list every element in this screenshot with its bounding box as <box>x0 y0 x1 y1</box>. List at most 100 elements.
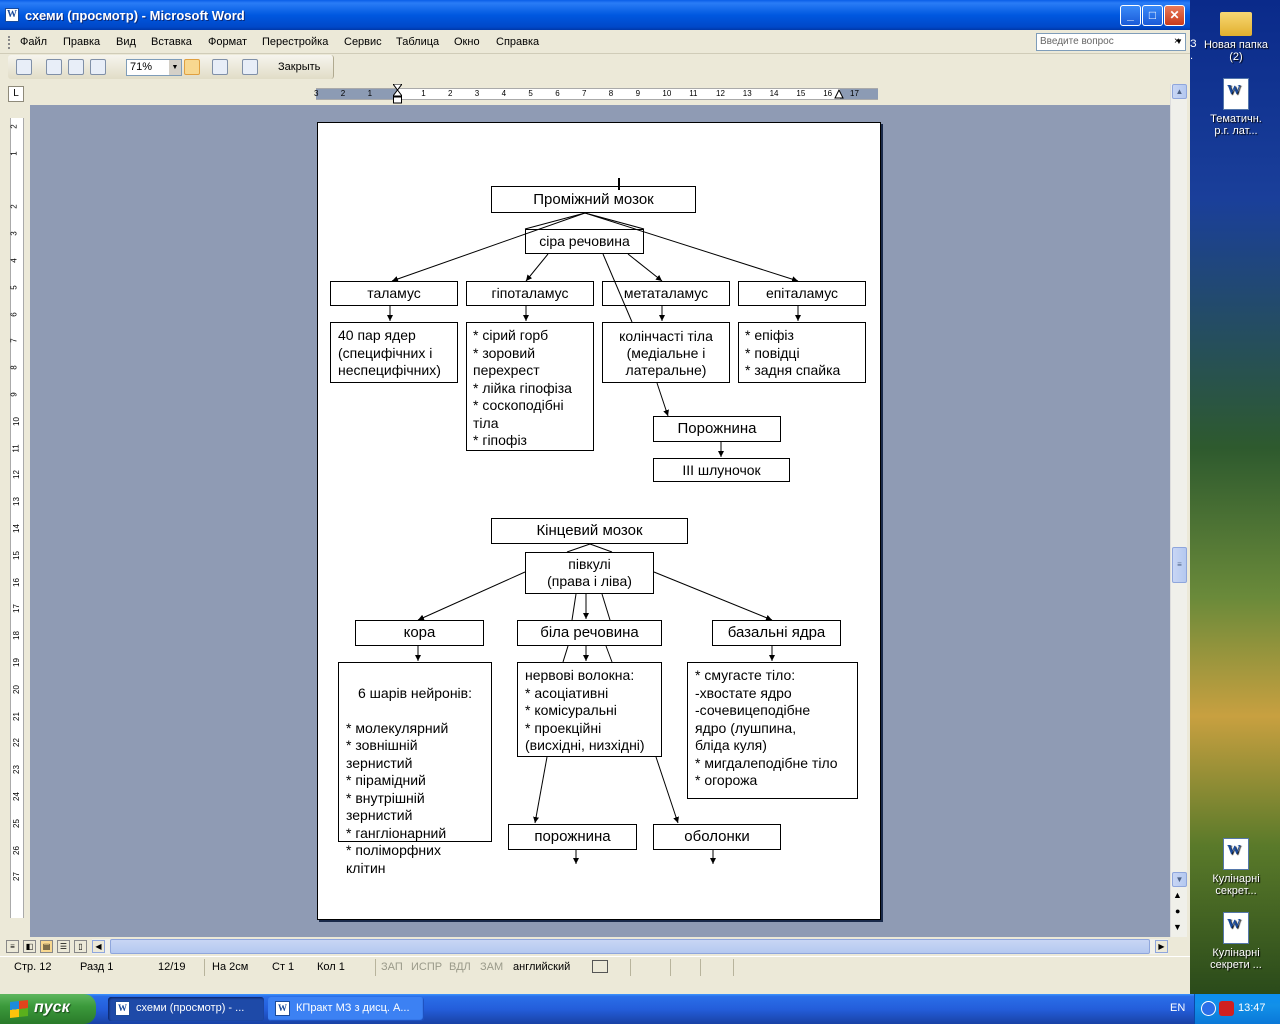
task-word-doc[interactable]: W КПракт МЗ з дисц. А... <box>268 997 424 1021</box>
vruler-tick-label: 8 <box>9 365 19 370</box>
ask-question-input[interactable]: Введите вопрос▼ <box>1036 33 1186 51</box>
menu-bar: Файл Правка Вид Вставка Формат Перестрой… <box>0 30 1190 54</box>
horizontal-scroll-thumb[interactable] <box>110 939 1150 954</box>
indent-marker[interactable] <box>392 83 403 106</box>
menu-file[interactable]: Файл <box>20 36 48 48</box>
shrink-to-fit-icon[interactable] <box>212 59 228 75</box>
scroll-down-button[interactable]: ▼ <box>1172 872 1187 887</box>
task-word-preview[interactable]: W схеми (просмотр) - ... <box>108 997 264 1021</box>
ruler-tick-label: 1 <box>367 89 373 98</box>
menu-grip[interactable] <box>8 36 11 49</box>
desktop-icon-doc-1[interactable]: Тематичн. р.г. лат... <box>1196 78 1276 137</box>
menu-insert[interactable]: Вставка <box>151 36 192 48</box>
ruler-tick-label: 13 <box>742 89 752 98</box>
box-cavity-1: Порожнина <box>653 416 781 442</box>
scroll-left-button[interactable]: ◀ <box>92 940 105 953</box>
box-white-matter-details: нервові волокна: * асоціативні * комісур… <box>517 662 662 757</box>
status-language[interactable]: английский <box>513 961 571 973</box>
antivirus-icon[interactable] <box>1219 1001 1234 1016</box>
vertical-ruler[interactable] <box>10 118 24 918</box>
zoom-select[interactable]: 71%▼ <box>126 59 182 76</box>
browse-object-icon[interactable]: ● <box>1175 906 1181 916</box>
word-app-icon[interactable]: W <box>5 8 19 22</box>
menu-layout[interactable]: Перестройка <box>262 36 329 48</box>
title-bar[interactable]: W схеми (просмотр) - Microsoft Word _ □ … <box>0 0 1190 30</box>
close-doc-icon[interactable]: × <box>1174 36 1180 47</box>
status-rec[interactable]: ЗАП <box>381 961 403 973</box>
minimize-button[interactable]: _ <box>1120 5 1141 26</box>
box-cavity-2: порожнина <box>508 824 637 850</box>
right-indent-marker[interactable] <box>834 88 844 102</box>
one-page-icon[interactable] <box>68 59 84 75</box>
web-view-icon[interactable]: ◧ <box>23 940 36 953</box>
box-telencephalon: Кінцевий мозок <box>491 518 688 544</box>
vruler-tick-label: 26 <box>11 845 21 855</box>
next-page-icon[interactable]: ▼ <box>1173 922 1182 932</box>
box-hypothalamus-details: * сірий горб * зоровий перехрест * лійка… <box>466 322 594 451</box>
chevron-down-icon[interactable]: ▼ <box>1175 37 1183 46</box>
ruler-tick-label: 2 <box>340 89 346 98</box>
menu-edit[interactable]: Правка <box>63 36 101 48</box>
status-ext[interactable]: ВДЛ <box>449 961 471 973</box>
scroll-up-button[interactable]: ▲ <box>1172 84 1187 99</box>
box-cortex: кора <box>355 620 484 646</box>
vruler-tick-label: 22 <box>11 738 21 748</box>
folder-icon <box>1220 12 1252 36</box>
desktop-icon-new-folder[interactable]: Новая папка (2) <box>1196 6 1276 63</box>
menu-tools[interactable]: Сервис <box>344 36 382 48</box>
ruler-margin-right <box>840 89 878 99</box>
ruler-tick-label: 17 <box>850 89 859 98</box>
status-line: Ст 1 <box>272 961 295 973</box>
view-ruler-icon[interactable] <box>184 59 200 75</box>
menu-window[interactable]: Окно <box>454 36 480 48</box>
ruler-tick-label: 9 <box>635 89 641 98</box>
multiple-pages-icon[interactable] <box>90 59 106 75</box>
full-screen-icon[interactable] <box>242 59 258 75</box>
tab-selector[interactable]: L <box>8 86 24 102</box>
preview-toolbar: 71%▼ Закрыть <box>0 54 1190 80</box>
maximize-button[interactable]: □ <box>1142 5 1163 26</box>
normal-view-icon[interactable]: ≡ <box>6 940 19 953</box>
word-icon: W <box>275 1001 290 1016</box>
magnifier-icon[interactable] <box>46 59 62 75</box>
ruler-tick-label: 1 <box>421 89 426 98</box>
menu-format[interactable]: Формат <box>208 36 248 48</box>
ruler-tick-label: 15 <box>796 89 806 98</box>
ruler-tick-label: 10 <box>662 89 672 98</box>
reading-view-icon[interactable]: ▯ <box>74 940 87 953</box>
language-indicator[interactable]: EN <box>1170 1002 1186 1014</box>
prev-page-icon[interactable]: ▲ <box>1173 890 1182 900</box>
close-preview-button[interactable]: Закрыть <box>278 61 321 73</box>
box-gray-matter: сіра речовина <box>525 229 644 254</box>
ruler-tick-label: 14 <box>769 89 779 98</box>
chevron-down-icon[interactable]: ▼ <box>169 60 181 75</box>
tray-arrow-icon[interactable] <box>1201 1001 1216 1016</box>
print-view-icon[interactable]: ▤ <box>40 940 53 953</box>
horizontal-ruler[interactable] <box>316 88 878 100</box>
ruler-tick-label: 2 <box>448 89 453 98</box>
status-at: На 2см <box>212 961 249 973</box>
close-button[interactable]: ✕ <box>1164 5 1185 26</box>
ruler-tick-label: 3 <box>314 89 319 98</box>
ruler-tick-label: 6 <box>555 89 560 98</box>
menu-view[interactable]: Вид <box>116 36 136 48</box>
cortex-details-heading: 6 шарів нейронів: <box>358 684 472 701</box>
word-doc-icon <box>1223 78 1249 110</box>
scroll-thumb[interactable]: ≡ <box>1172 547 1187 583</box>
print-icon[interactable] <box>16 59 32 75</box>
menu-table[interactable]: Таблица <box>396 36 440 48</box>
toolbar-inner: 71%▼ Закрыть <box>8 55 334 79</box>
spelling-book-icon[interactable] <box>592 960 608 973</box>
desktop-icon-doc-3[interactable]: Кулінарні секрети ... <box>1196 912 1276 971</box>
start-button[interactable]: пуск <box>0 994 96 1024</box>
outline-view-icon[interactable]: ☰ <box>57 940 70 953</box>
status-ovr[interactable]: ЗАМ <box>480 961 504 973</box>
box-membranes: оболонки <box>653 824 781 850</box>
menu-help[interactable]: Справка <box>496 36 540 48</box>
scroll-right-button[interactable]: ▶ <box>1155 940 1168 953</box>
vruler-tick-label: 1 <box>9 151 19 156</box>
desktop-icon-doc-2[interactable]: Кулінарні секрет... <box>1196 838 1276 897</box>
status-trk[interactable]: ИСПР <box>411 961 443 973</box>
box-metathalamus: метаталамус <box>602 281 730 306</box>
vertical-scrollbar[interactable]: ▲ ≡ ▼ ▲ ● ▼ <box>1170 84 1187 937</box>
